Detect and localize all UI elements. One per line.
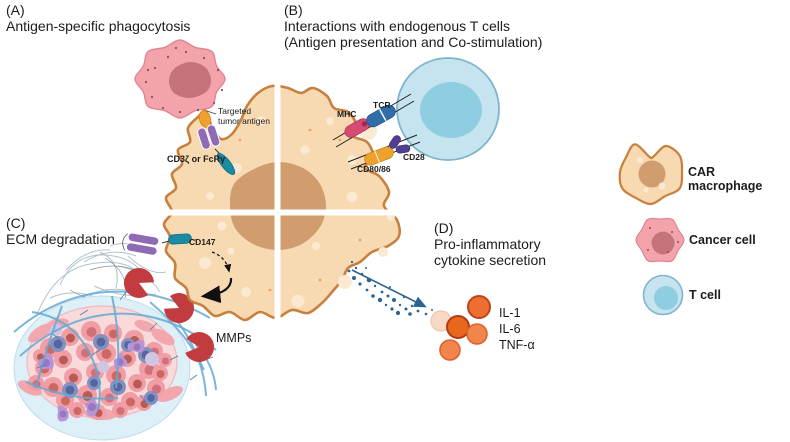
targeted-tumor-antigen-label: Targeted tumor antigen bbox=[218, 106, 270, 126]
legend-icons bbox=[618, 143, 685, 316]
cytokine-il1-label: IL-1 bbox=[499, 306, 521, 320]
mhc-label: MHC bbox=[337, 109, 357, 119]
cd80-label: CD80/86 bbox=[357, 164, 391, 174]
legend-t-cell-label: T cell bbox=[689, 288, 721, 302]
panel-d-title: Pro-inflammatory cytokine secretion bbox=[434, 236, 547, 268]
panel-b-title: Interactions with endogenous T cells (An… bbox=[284, 18, 543, 50]
panel-a-title: Antigen-specific phagocytosis bbox=[6, 18, 191, 34]
antigen-presentation-receptors bbox=[332, 93, 421, 170]
legend-cancer-cell-label: Cancer cell bbox=[689, 233, 756, 247]
car-domain-label: CD3ζ or FcRγ bbox=[167, 154, 226, 164]
cytokine-tnf-label: TNF-α bbox=[499, 338, 535, 352]
cd147-receptor bbox=[122, 232, 192, 256]
cytokine-circles bbox=[430, 295, 491, 361]
t-cell bbox=[396, 57, 500, 161]
legend-car-macrophage-label: CAR macrophage bbox=[688, 165, 763, 193]
cd28-label: CD28 bbox=[403, 152, 425, 162]
panel-c-tag: (C) bbox=[6, 215, 26, 231]
mmps-label: MMPs bbox=[216, 331, 252, 345]
tcr-label: TCR bbox=[373, 100, 391, 110]
cancer-cell bbox=[134, 39, 226, 119]
cytokine-il6-label: IL-6 bbox=[499, 322, 521, 336]
cytokine-secretion-arrow bbox=[347, 260, 433, 316]
tumor-mass bbox=[13, 295, 191, 441]
mmp-icons bbox=[124, 267, 215, 362]
ecm-secretion-arrows bbox=[200, 251, 233, 304]
panel-a-tag: (A) bbox=[6, 2, 25, 18]
car-receptor-phagocytosis bbox=[197, 110, 236, 176]
cd147-label: CD147 bbox=[189, 237, 216, 247]
panel-d-tag: (D) bbox=[434, 220, 454, 236]
panel-b-tag: (B) bbox=[284, 2, 303, 18]
panel-c-title: ECM degradation bbox=[6, 231, 115, 247]
